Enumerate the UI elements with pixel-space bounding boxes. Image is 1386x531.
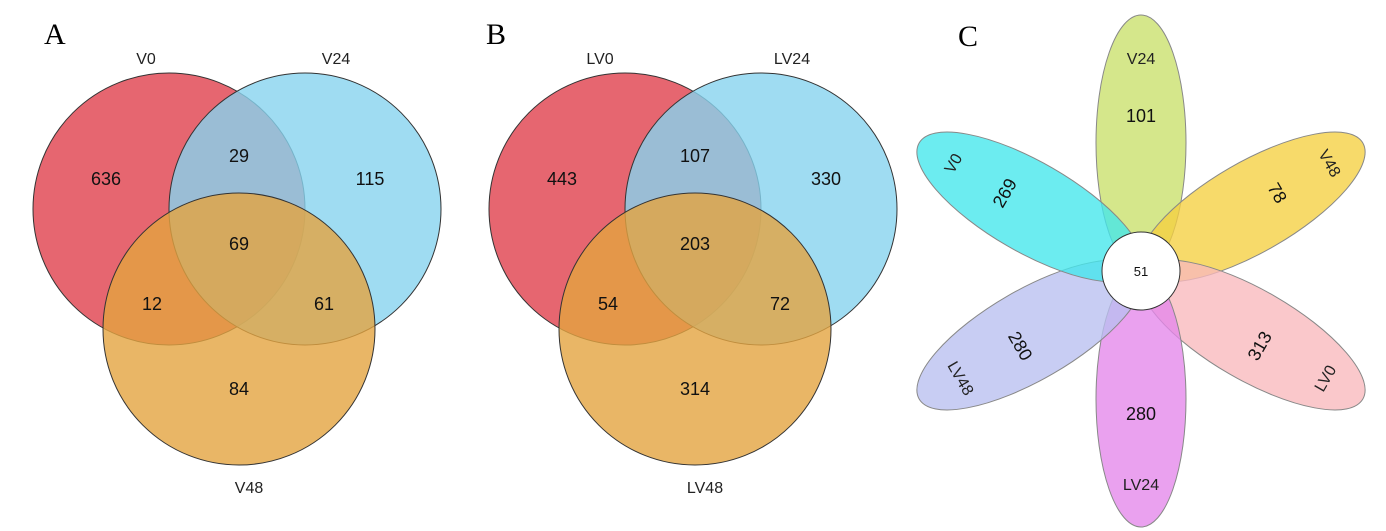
flower-core xyxy=(1101,231,1181,311)
region-lv0-only: 443 xyxy=(547,169,577,189)
petal-lv48: 280 LV48 xyxy=(916,259,1144,411)
set-label-lv24: LV24 xyxy=(774,51,810,68)
set-circle-v48 xyxy=(102,192,376,466)
petal-value-lv24: 280 xyxy=(1126,404,1156,424)
region-lv0-lv48: 54 xyxy=(598,294,618,314)
region-lv48-only: 314 xyxy=(680,379,710,399)
petal-v24: 101 V24 xyxy=(1095,14,1187,272)
flower-core-value: 51 xyxy=(1134,264,1148,279)
region-v24-only: 115 xyxy=(356,169,385,189)
petal-lv0: 313 LV0 xyxy=(1138,259,1366,411)
region-lv24-only: 330 xyxy=(811,169,841,189)
region-v48-only: 84 xyxy=(229,379,249,399)
flower-panel-c: C 101 V24 78 V48 313 LV0 280 LV24 280 LV… xyxy=(916,14,1366,528)
region-v0-v48: 12 xyxy=(142,294,162,314)
set-label-lv48: LV48 xyxy=(687,480,723,497)
set-label-lv0: LV0 xyxy=(586,51,613,68)
region-lv0-lv24-lv48: 203 xyxy=(680,234,710,254)
region-v0-v24-v48: 69 xyxy=(229,234,249,254)
region-lv0-lv24: 107 xyxy=(680,146,710,166)
set-circle-lv48 xyxy=(558,192,832,466)
petal-label-lv24: LV24 xyxy=(1123,477,1159,494)
panel-letter-a: A xyxy=(44,18,66,51)
petal-v0: 269 V0 xyxy=(916,131,1144,283)
region-lv24-lv48: 72 xyxy=(770,294,790,314)
petal-lv24: 280 LV24 xyxy=(1095,270,1187,528)
petal-v48: 78 V48 xyxy=(1138,131,1366,283)
panel-letter-b: B xyxy=(486,18,506,51)
petal-value-v24: 101 xyxy=(1126,106,1156,126)
panel-letter-c: C xyxy=(958,20,978,53)
set-label-v48: V48 xyxy=(235,480,264,497)
venn-panel-b: B LV0 LV24 LV48 443 330 314 107 54 72 20… xyxy=(486,18,898,497)
region-v0-v24: 29 xyxy=(229,146,249,166)
region-v24-v48: 61 xyxy=(314,294,334,314)
region-v0-only: 636 xyxy=(91,169,121,189)
set-label-v24: V24 xyxy=(322,51,351,68)
venn-panel-a: A V0 V24 V48 636 115 84 29 12 61 69 xyxy=(32,18,442,497)
set-label-v0: V0 xyxy=(136,51,156,68)
petal-label-v24: V24 xyxy=(1127,51,1156,68)
